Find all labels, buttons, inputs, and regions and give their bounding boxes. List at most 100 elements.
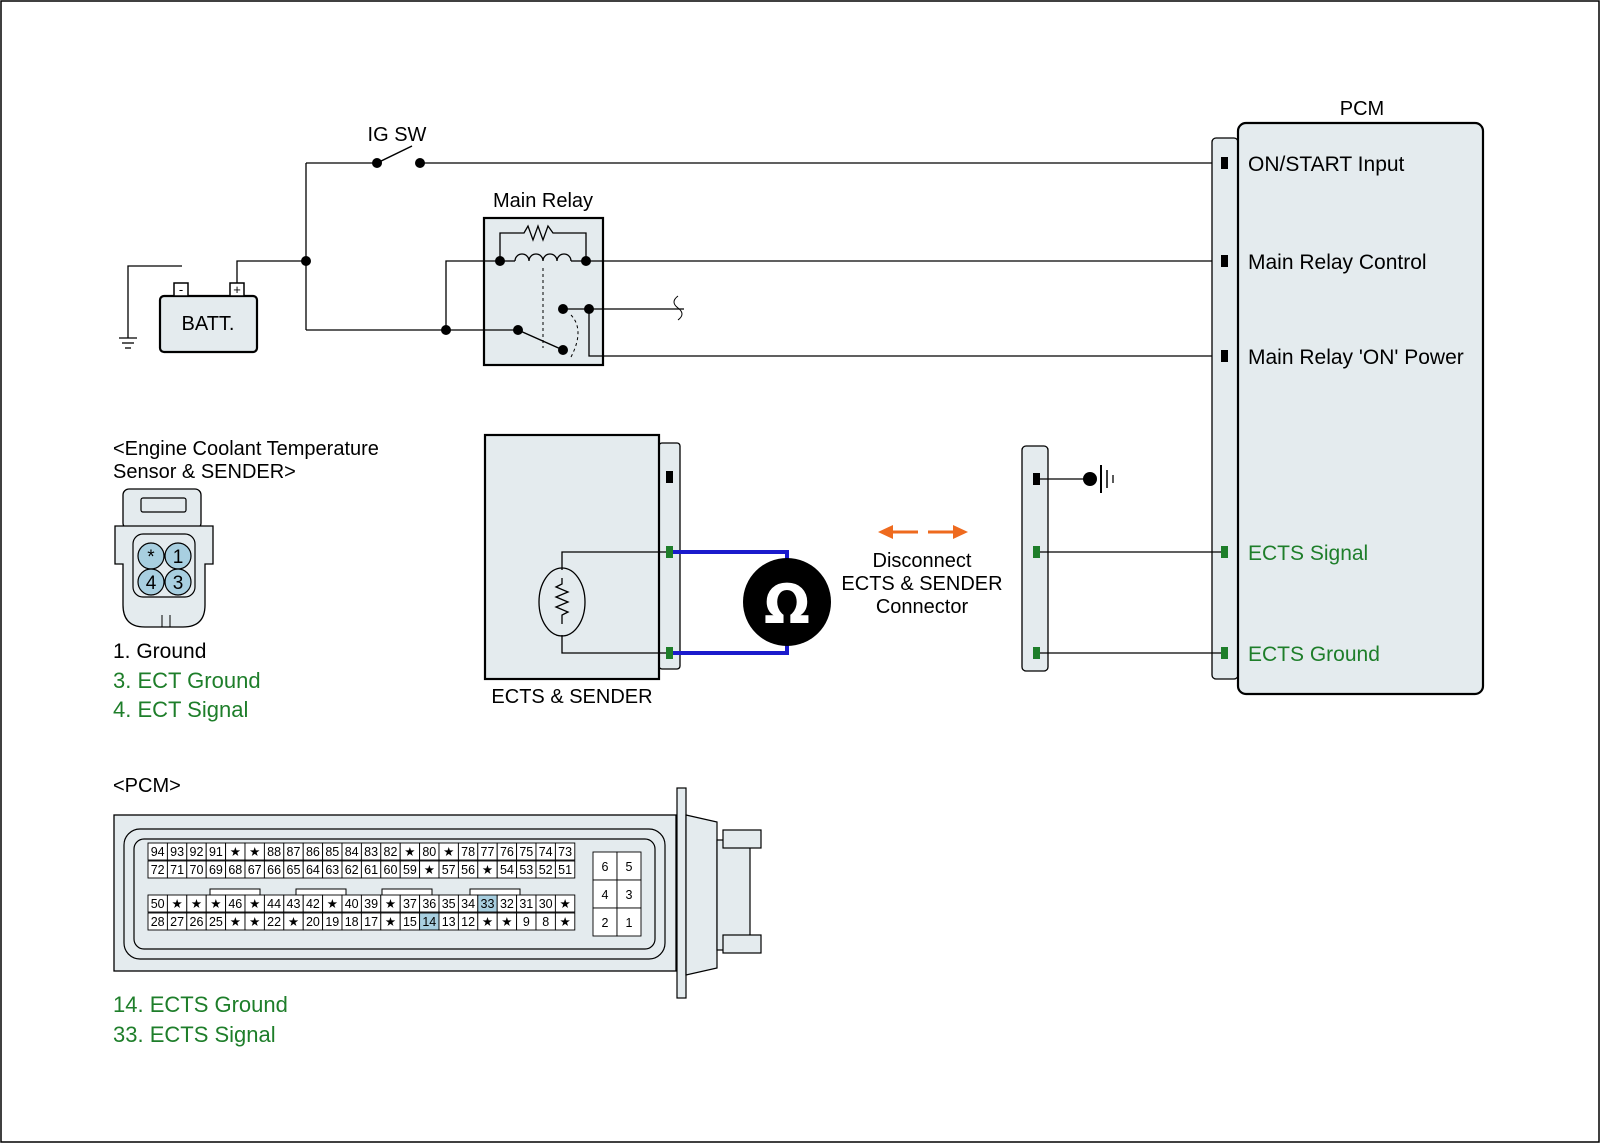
sensor-pin-star: *	[147, 547, 155, 568]
sensor-pin-1: 1	[173, 547, 184, 568]
pcm-pin-label: 63	[325, 863, 339, 877]
pcm-pin-label: 65	[287, 863, 301, 877]
battery	[158, 294, 259, 354]
pcm-pin-label: ★	[482, 915, 493, 929]
pcm-pin-label: 33	[481, 897, 495, 911]
pcm-pin-label: 27	[170, 915, 184, 929]
pcm-pin-label: ★	[501, 915, 512, 929]
pcm-pin-label: 53	[519, 863, 533, 877]
pcm-pin-label: 59	[403, 863, 417, 877]
pcm-pin-label: 77	[481, 845, 495, 859]
pcm-pin-ects-signal: ECTS Signal	[1248, 542, 1368, 565]
pcm-pin-label: 30	[539, 897, 553, 911]
pcm-pin-label: 14	[422, 915, 436, 929]
pcm-pin-label: ★	[385, 915, 396, 929]
disconnect-line-1: Disconnect	[873, 550, 972, 572]
pcm-small-pin-cell	[592, 879, 618, 909]
relay-coil-icon	[495, 224, 591, 358]
pcm-pin-label: ★	[443, 845, 454, 859]
pcm-pin-label: 12	[461, 915, 475, 929]
pcm-small-pin-cell	[616, 851, 642, 881]
pcm-pin-label: ★	[288, 915, 299, 929]
pcm-connector-strip	[1211, 137, 1239, 680]
pcm-small-pin-label: 3	[626, 888, 633, 902]
disconnect-line-2: ECTS & SENDER	[841, 573, 1002, 595]
pcm-pin-label: 36	[422, 897, 436, 911]
pcm-small-pin-label: 1	[626, 916, 633, 930]
pcm-pin-label: ★	[230, 845, 241, 859]
pcm-pin-label: 72	[151, 863, 165, 877]
pcm-pin-label: 50	[151, 897, 165, 911]
sensor-connector-title-1: <Engine Coolant Temperature	[113, 438, 379, 460]
pcm-pin-label: 43	[287, 897, 301, 911]
pcm-pin-label: ★	[249, 897, 260, 911]
pcm-pin-label: 9	[523, 915, 530, 929]
pcm-pin-label: 42	[306, 897, 320, 911]
ig-sw-label: IG SW	[368, 124, 427, 146]
pcm-pin-label: 84	[345, 845, 359, 859]
pcm-pin-label: ★	[191, 897, 202, 911]
ects-sender: ECTS & SENDER	[483, 433, 681, 708]
ohm-symbol: Ω	[764, 573, 810, 636]
ects-sender-label: ECTS & SENDER	[491, 686, 652, 708]
pcm-pin-label: 78	[461, 845, 475, 859]
ohmmeter: Ω	[673, 550, 831, 655]
harness-connector	[1021, 445, 1221, 672]
disconnect-arrows-icon	[878, 525, 968, 539]
pcm-title: PCM	[1340, 98, 1384, 120]
chassis-ground-icon	[1083, 465, 1114, 493]
pcm-pin-label: 40	[345, 897, 359, 911]
sensor-legend-ground: 1. Ground	[113, 640, 206, 663]
pcm-pin-label: 31	[519, 897, 533, 911]
pcm-pin-label: ★	[171, 897, 182, 911]
pcm-pin-label: 88	[267, 845, 281, 859]
pcm-pin-label: 83	[364, 845, 378, 859]
battery-plus-label: +	[233, 282, 241, 297]
pcm-pin-label: 18	[345, 915, 359, 929]
pcm-pin-label: 26	[190, 915, 204, 929]
pcm-pin-label: 46	[228, 897, 242, 911]
pcm-pin-main-relay-on-power: Main Relay 'ON' Power	[1248, 346, 1464, 369]
pcm-pin-label: 8	[542, 915, 549, 929]
battery-ground-icon	[119, 337, 137, 349]
pcm-pin-label: ★	[210, 897, 221, 911]
pcm-pin-label: 87	[287, 845, 301, 859]
main-relay-label: Main Relay	[493, 190, 593, 212]
pcm-small-pin-cell	[592, 907, 618, 937]
pcm-pin-label: 76	[500, 845, 514, 859]
pcm-pin-label: 93	[170, 845, 184, 859]
pcm-pin-label: ★	[249, 845, 260, 859]
pcm-pin-label: 51	[558, 863, 572, 877]
ects-sender-body	[483, 433, 661, 681]
pcm-small-pin-cell	[616, 907, 642, 937]
pcm-pin-label: 19	[325, 915, 339, 929]
pcm-pin-label: 32	[500, 897, 514, 911]
battery-label: BATT.	[182, 313, 235, 335]
pcm-pin-on-start: ON/START Input	[1248, 153, 1405, 176]
pcm-pin-label: 56	[461, 863, 475, 877]
pcm-pin-label: ★	[559, 915, 570, 929]
pcm-pin-label: 39	[364, 897, 378, 911]
pcm-pin-label: ★	[482, 863, 493, 877]
pcm-pin-main-relay-control: Main Relay Control	[1248, 251, 1427, 274]
pcm-small-pin-cell	[616, 879, 642, 909]
pcm-pin-label: 67	[248, 863, 262, 877]
pcm-pin-cell	[554, 912, 576, 931]
sensor-legend-ect-ground: 3. ECT Ground	[113, 668, 261, 693]
pcm-pin-label: 70	[190, 863, 204, 877]
pcm-pin-cell	[554, 842, 576, 861]
pcm-pin-label: 69	[209, 863, 223, 877]
pcm-pin-ects-ground: ECTS Ground	[1248, 643, 1380, 666]
pcm-pin-label: 20	[306, 915, 320, 929]
pcm-pin-label: ★	[327, 897, 338, 911]
sensor-pin-4: 4	[146, 573, 157, 594]
pcm-connector-title: <PCM>	[113, 775, 181, 797]
pcm-pin-label: ★	[404, 845, 415, 859]
pcm-pin-label: 37	[403, 897, 417, 911]
pcm-pin-label: 34	[461, 897, 475, 911]
sensor-pin-3: 3	[173, 573, 184, 594]
